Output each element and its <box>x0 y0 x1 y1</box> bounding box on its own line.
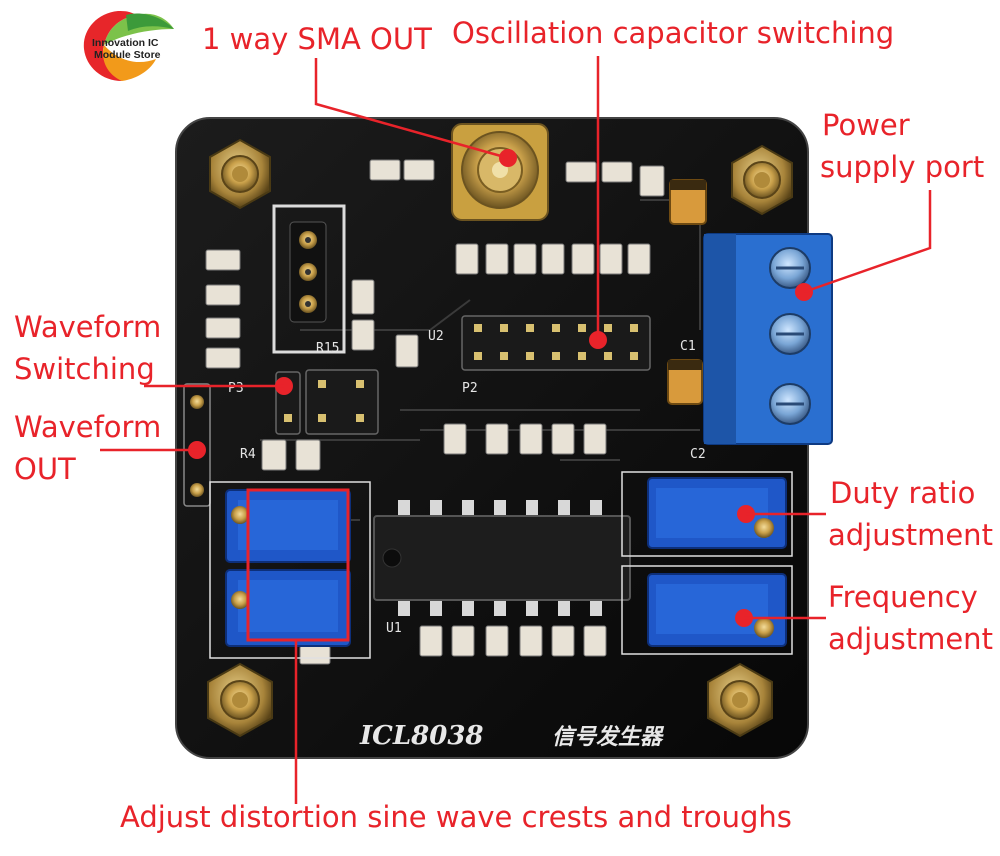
standoff-top-left <box>209 138 271 210</box>
silk-p2: P2 <box>462 381 478 396</box>
silk-c2: C2 <box>690 447 706 462</box>
label-power-line2: supply port <box>820 150 985 184</box>
sma-connector <box>451 123 549 221</box>
trimmer-pot-lower-left <box>225 569 351 647</box>
label-distortion: Adjust distortion sine wave crests and t… <box>120 800 792 834</box>
logo-text-line2: Module Store <box>94 49 161 61</box>
trimmer-pot-frequency <box>647 573 787 647</box>
distortion-highlight-box <box>246 488 350 642</box>
label-frequency-line1: Frequency <box>828 580 978 614</box>
silk-c1: C1 <box>680 339 696 354</box>
chip-name-silkscreen: ICL8038 <box>359 721 484 751</box>
trimmer-pot-upper-left <box>225 489 351 563</box>
silk-u1: U1 <box>386 621 402 636</box>
logo-leaf-icon <box>83 11 174 81</box>
label-duty-ratio-line2: adjustment <box>828 518 993 552</box>
standoff-bottom-right <box>707 662 773 738</box>
silk-r4: R4 <box>240 447 256 462</box>
icl8038-chip <box>373 500 631 616</box>
capacitor-jumper-header <box>461 315 651 371</box>
label-frequency-line2: adjustment <box>828 622 993 656</box>
label-waveform-switching-line2: Switching <box>14 352 155 386</box>
label-duty-ratio-line1: Duty ratio <box>830 476 976 510</box>
standoff-top-right <box>731 144 793 216</box>
silk-p3: P3 <box>228 381 244 396</box>
standoff-bottom-left <box>207 662 273 738</box>
label-sma-out: 1 way SMA OUT <box>202 22 432 56</box>
pin-socket-header <box>272 204 346 354</box>
silk-u2: U2 <box>428 329 444 344</box>
label-waveform-out-line1: Waveform <box>14 410 162 444</box>
silk-r15: R15 <box>316 341 339 356</box>
label-waveform-switching-line1: Waveform <box>14 310 162 344</box>
trimmer-pot-duty <box>647 477 787 549</box>
waveform-jumper-header <box>275 369 379 435</box>
power-terminal-block <box>703 233 833 445</box>
label-oscillation-capacitor: Oscillation capacitor switching <box>452 16 895 50</box>
label-waveform-out-line2: OUT <box>14 452 76 486</box>
store-logo: Innovation IC Module Store <box>78 5 178 85</box>
chip-cn-silkscreen: 信号发生器 <box>552 724 665 750</box>
label-power-line1: Power <box>822 108 910 142</box>
logo-text-line1: Innovation IC <box>92 37 159 49</box>
